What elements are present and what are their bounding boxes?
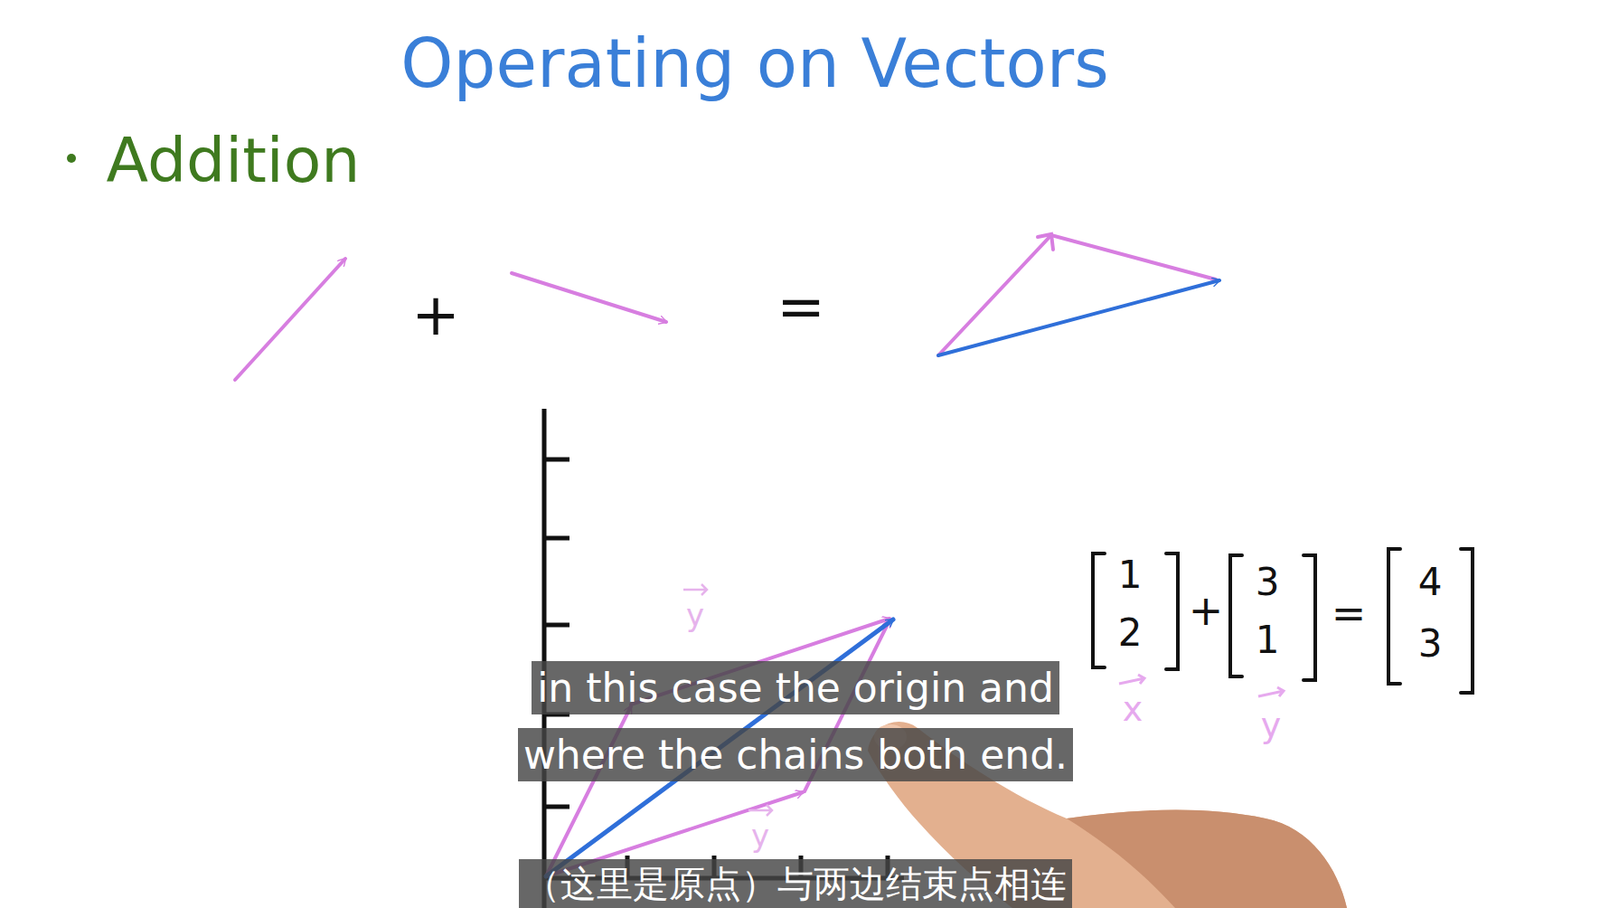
equals-sign: = <box>1331 592 1367 634</box>
label-arrow <box>1119 674 1284 697</box>
matrix-entry: 1 <box>1255 621 1280 659</box>
equals-sign: = <box>776 277 826 336</box>
matrix-entry: 4 <box>1418 563 1443 602</box>
plus-sign: + <box>1188 589 1224 631</box>
bullet-dot <box>66 153 76 163</box>
vector-label: x <box>1122 691 1144 726</box>
subtitle: （这里是原点）与两边结束点相连 <box>518 858 1073 908</box>
vector-label: y <box>751 819 770 851</box>
vector-label: y <box>1261 707 1282 743</box>
sum-vector <box>938 280 1220 356</box>
plus-sign: + <box>411 285 461 344</box>
matrix-entry: 1 <box>1118 555 1143 594</box>
matrix-entry: 3 <box>1418 624 1443 663</box>
matrix-entry: 3 <box>1255 563 1280 602</box>
axes <box>544 408 904 908</box>
matrix-bracket <box>1092 548 1473 693</box>
matrix-entry: 2 <box>1118 613 1143 652</box>
section-heading: Addition <box>106 130 361 192</box>
title: Operating on Vectors <box>400 29 1110 97</box>
vector-label: y <box>686 599 705 631</box>
vector-arrow <box>511 272 667 322</box>
subtitle: in this case the origin and where the ch… <box>479 654 1112 789</box>
vector-chain <box>938 235 1216 356</box>
vector-arrow <box>235 258 346 380</box>
